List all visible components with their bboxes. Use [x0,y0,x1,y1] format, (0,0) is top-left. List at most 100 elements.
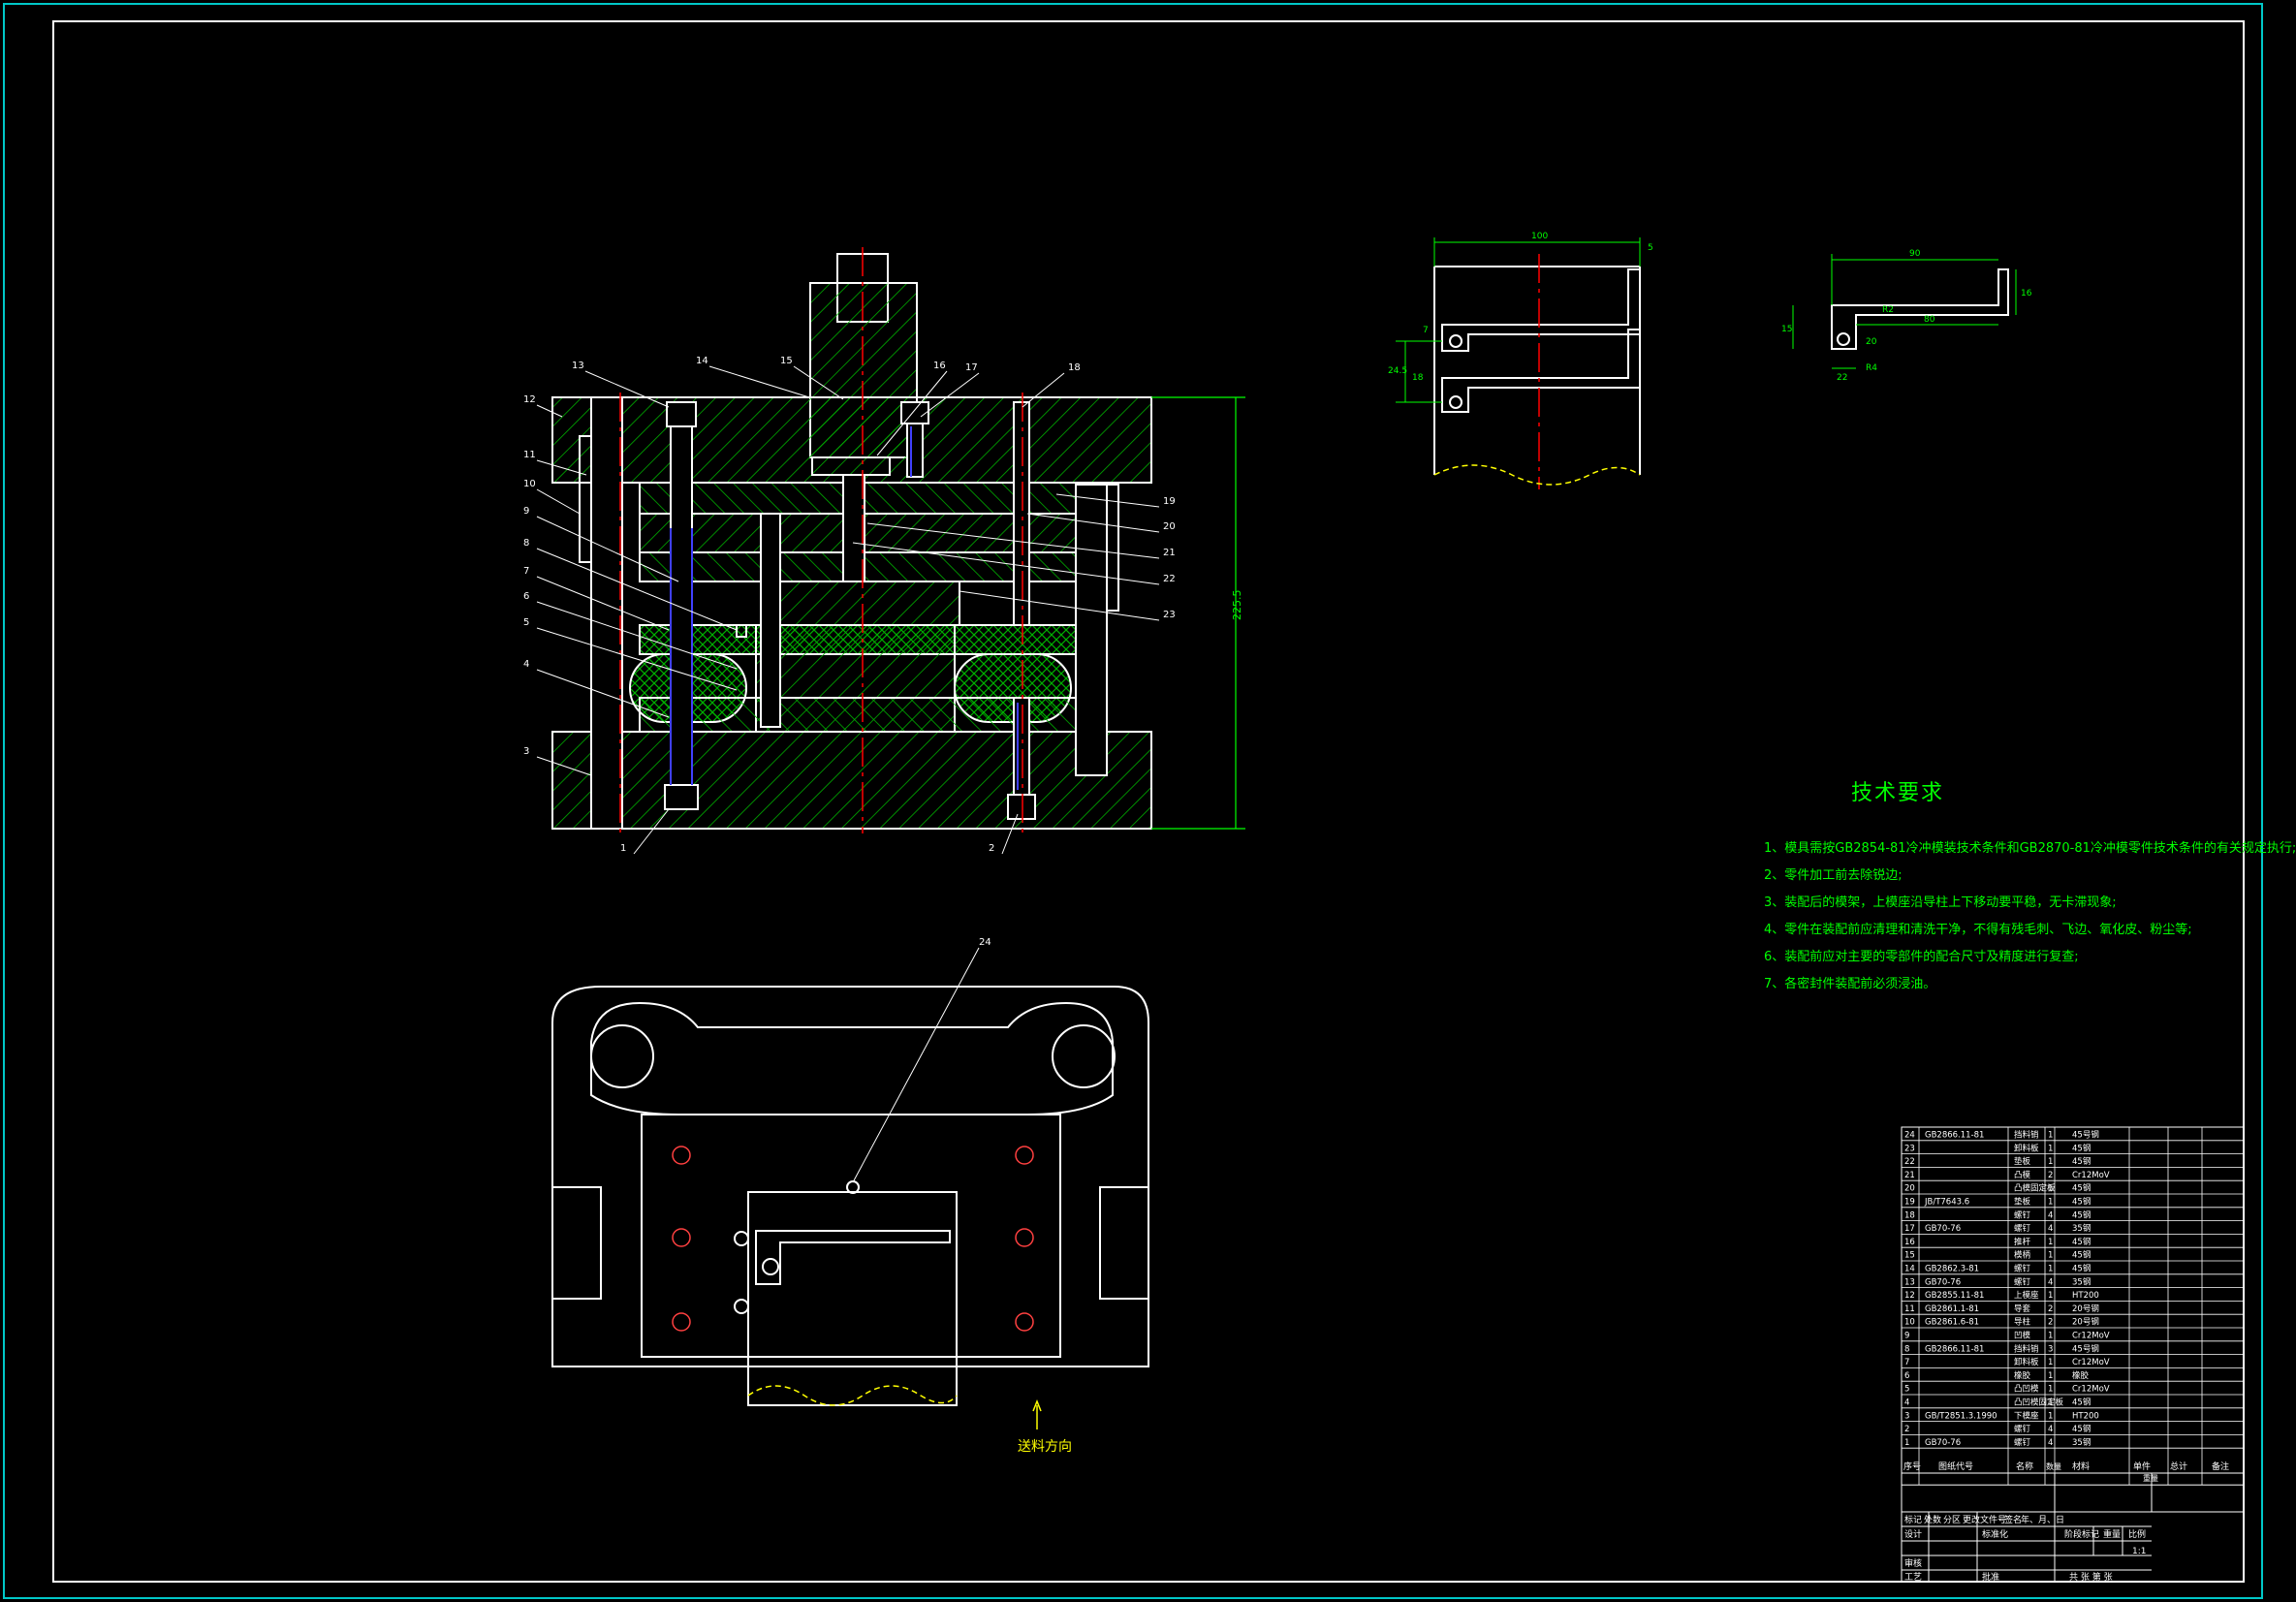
dim-strip-left: 15 [1781,325,1792,334]
guide-hole-right [1052,1024,1116,1088]
balloon-leader-4 [536,669,670,718]
dim-height-total: 225.5 [1231,590,1243,621]
bom-cell-material: Cr12MoV [2072,1171,2110,1180]
bom-cell-name: 卸料板 [2014,1143,2039,1153]
balloon-leader-5 [536,627,738,691]
bom-cell-name: 凸凹模 [2014,1384,2039,1395]
balloon-4: 4 [523,659,529,670]
strip-hole [1837,332,1850,346]
bom-cell-no: 10 [1904,1318,1915,1328]
punch-small [760,513,781,728]
bom-cell-material: 45钢 [2072,1183,2091,1194]
inner-border [52,20,2245,1583]
die-plate-plan [641,1114,1061,1358]
balloon-leader-22 [852,542,1160,585]
bom-header-qty: 数量 [2046,1461,2061,1471]
bom-cell-material: HT200 [2072,1291,2099,1301]
bom-cell-name: 凸模 [2014,1170,2031,1180]
bom-cell-qty: 1 [2048,1131,2053,1141]
tech-line-3: 3、装配后的模架，上模座沿导柱上下移动要平稳，无卡滞现象; [1764,895,2117,910]
bom-cell-qty: 2 [2048,1304,2053,1314]
balloon-5: 5 [523,617,529,628]
bom-cell-material: 45钢 [2072,1197,2091,1208]
bom-cell-qty: 1 [2048,1398,2053,1408]
plan-view [551,986,1149,1406]
bom-cell-no: 2 [1904,1425,1909,1434]
part-1 [1441,268,1641,352]
bom-cell-no: 5 [1904,1385,1909,1395]
dim-strip-d3: 22 [1837,373,1847,383]
tb-label-date: 年、月、日 [2021,1514,2064,1525]
bom-frame [1901,1126,2245,1486]
balloon-leader-7 [536,576,670,631]
bom-cell-material: 45钢 [2072,1250,2091,1261]
bom-cell-qty: 1 [2048,1144,2053,1153]
dim-strip-d1: R2 [1882,305,1894,315]
bom-cell-material: HT200 [2072,1411,2099,1421]
balloon-19: 19 [1163,496,1176,507]
part-hole-2 [1449,395,1463,409]
balloon-2: 2 [989,843,994,854]
bom-cell-no: 19 [1904,1198,1915,1208]
tb-label-sign: 签名 [2004,1514,2022,1525]
bom-cell-name: 螺钉 [2014,1223,2031,1234]
bom-cell-name: 下模座 [2014,1410,2039,1421]
hole-plan [762,1258,779,1275]
bom-cell-material: 45钢 [2072,1264,2091,1274]
balloon-leader-17 [920,372,980,418]
bom-cell-material: Cr12MoV [2072,1332,2110,1341]
bom-cell-no: 18 [1904,1210,1915,1220]
dim-part-h1: 24.5 [1388,366,1407,376]
bom-cell-qty: 1 [2048,1332,2053,1341]
bom-cell-no: 13 [1904,1277,1915,1287]
bom-cell-no: 24 [1904,1131,1915,1141]
bom-header-code: 图纸代号 [1938,1461,1973,1472]
balloon-leader-18 [1022,372,1065,408]
tech-line-2: 2、零件加工前去除锐边; [1764,868,1903,883]
bom-cell-material: 20号钢 [2072,1304,2099,1314]
balloon-leader-10 [536,488,581,515]
dim-part-h2: 18 [1412,373,1424,383]
strip-view [1831,268,2009,350]
dim-part-h3: 7 [1423,326,1429,335]
balloon-20: 20 [1163,521,1176,532]
bom-cell-qty: 2 [2048,1171,2053,1180]
technical-requirements: 技术要求 1、模具需按GB2854-81冷冲模装技术条件和GB2870-81冷冲… [1764,775,2296,998]
bom-cell-qty: 4 [2048,1277,2053,1287]
balloon-leader-15 [793,365,844,400]
balloon-leader-19 [1055,493,1160,508]
part-hole-1 [1449,334,1463,348]
bom-cell-name: 导柱 [2014,1317,2031,1328]
bom-cell-name: 垫板 [2014,1156,2031,1167]
balloon-10: 10 [523,479,536,489]
bom-cell-no: 15 [1904,1251,1915,1261]
dim-strip-d4: R4 [1866,363,1877,373]
pilot-1 [734,1231,749,1246]
balloon-18: 18 [1068,362,1081,373]
balloon-leader-9 [536,516,679,582]
bom-cell-no: 14 [1904,1265,1915,1274]
plan-screws [672,1146,1034,1332]
bom-cell-material: Cr12MoV [2072,1385,2110,1395]
bom-cell-qty: 2 [2048,1318,2053,1328]
balloon-23: 23 [1163,610,1176,620]
bom-cell-code: GB70-76 [1925,1438,1961,1448]
bom-cell-name: 螺钉 [2014,1209,2031,1220]
bom-cell-code: GB70-76 [1925,1224,1961,1234]
bom-cell-code: GB2862.3-81 [1925,1265,1979,1274]
bom-cell-qty: 4 [2048,1425,2053,1434]
bom-cell-name: 垫板 [2014,1197,2031,1208]
part-strip [1433,266,1641,475]
punch-die-plate [639,697,1077,733]
dim-strip-top: 90 [1909,249,1921,259]
balloon-leader-3 [536,756,592,776]
bom-cell-no: 1 [1904,1438,1909,1448]
balloon-leader-16 [876,370,948,456]
bom-cell-code: GB2861.1-81 [1925,1304,1979,1314]
balloon-15: 15 [780,356,793,366]
dim-strip-d2: 20 [1866,337,1877,347]
bom-cell-name: 挡料销 [2014,1130,2039,1141]
tb-scale-value: 1:1 [2132,1547,2146,1556]
tb-label-zone: 分区 [1943,1515,1961,1525]
balloon-leader-2 [1001,813,1019,855]
